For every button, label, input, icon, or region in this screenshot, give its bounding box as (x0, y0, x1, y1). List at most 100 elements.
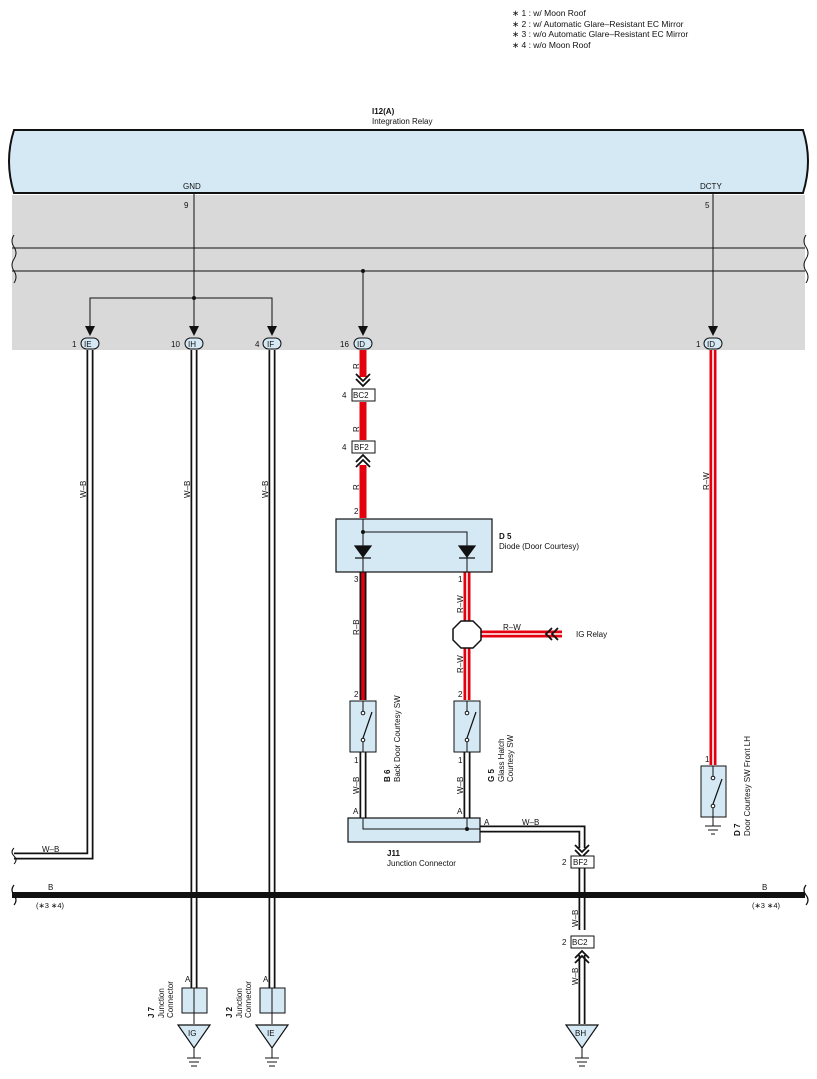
diode-code: D 5 (499, 532, 512, 541)
switch-g5-pin-bottom: 1 (458, 756, 463, 765)
switch-b6-pin-bottom: 1 (354, 756, 359, 765)
connector-bc2-top: BC2 4 (342, 388, 376, 402)
j11-splice (465, 827, 469, 831)
ground-bh-label: BH (575, 1029, 586, 1038)
connector-id-mid: ID 16 (340, 337, 373, 350)
connector-id-right: ID 1 (696, 337, 723, 350)
wire-label-rw-1: R–W (456, 595, 465, 613)
connector-ie-pin: 1 (72, 340, 77, 349)
note-4: ∗ 4 : w/o Moon Roof (512, 39, 591, 50)
connector-bf2-bottom-pin: 2 (562, 858, 567, 867)
relay-body (8, 129, 809, 194)
ground-ie-icon (254, 1024, 290, 1067)
switch-d7-contacts (710, 766, 723, 826)
switch-b6-contacts (360, 701, 373, 752)
bus-note-left: (∗3 ∗4) (36, 901, 64, 910)
j11-internal (362, 818, 480, 830)
connector-ih-pin: 10 (171, 340, 180, 349)
connector-id-mid-code: ID (357, 340, 365, 349)
connector-if-code: IF (267, 340, 274, 349)
connector-bf2-top-pin: 4 (342, 443, 347, 452)
switch-g5-pin-top: 2 (458, 690, 463, 699)
internal-wiring (89, 193, 714, 333)
bus-break-left (11, 884, 17, 906)
switch-d7-name: Door Courtesy SW Front LH (743, 736, 752, 836)
j11-pin-a-mid: A (457, 807, 463, 816)
connector-arrows (85, 326, 718, 336)
diode-pin-left: 3 (354, 575, 359, 584)
wire-label-rb: R–B (352, 619, 361, 635)
break-left (11, 234, 17, 284)
pin-number-9: 9 (184, 201, 189, 210)
connector-bf2-bottom: BF2 2 (562, 855, 595, 869)
wire-label-wb-j11: W–B (522, 818, 539, 827)
note-3: ∗ 3 : w/o Automatic Glare–Resistant EC M… (512, 29, 689, 39)
j11-code: J11 (387, 849, 400, 858)
diode-splice (361, 530, 365, 534)
ground-bh-icon (564, 1024, 600, 1067)
wire-label-wb-bc2: W–B (571, 968, 580, 985)
wire-label-if: W–B (261, 481, 270, 498)
j11-body (347, 817, 481, 843)
connector-ih-code: IH (188, 340, 196, 349)
red-wires (359, 350, 717, 765)
bus-break-right (803, 884, 809, 906)
diode-symbol-left (353, 545, 373, 559)
wire-label-r-3: R (352, 484, 361, 490)
ground-ig-label: IG (188, 1029, 196, 1038)
note-1: ∗ 1 : w/ Moon Roof (512, 8, 586, 18)
diode-symbol-right (457, 545, 477, 559)
wire-label-ie: W–B (79, 481, 88, 498)
connector-bf2-top: BF2 4 (342, 440, 376, 454)
connector-bc2-bottom-pin: 2 (562, 938, 567, 947)
connector-bc2-bottom: BC2 2 (562, 935, 595, 949)
wire-label-rw-d7: R–W (702, 472, 711, 490)
connector-if-pin: 4 (255, 340, 260, 349)
diode-pin-in: 2 (354, 507, 359, 516)
splice-id (361, 269, 365, 273)
switch-g5-name-1: Glass Hatch (497, 738, 506, 782)
ground-ie-label: IE (267, 1029, 275, 1038)
connector-bc2-bottom-code: BC2 (572, 938, 588, 947)
ig-relay-label: IG Relay (576, 630, 607, 639)
connector-bc2-top-pin: 4 (342, 391, 347, 400)
connector-bf2-top-code: BF2 (354, 443, 369, 452)
switch-b6-code: B 6 (383, 769, 392, 782)
connector-bf2-bottom-code: BF2 (573, 858, 588, 867)
j2-code: J 2 (225, 1006, 234, 1018)
wire-label-rw-2: R–W (456, 655, 465, 673)
wb-wires (14, 350, 586, 1024)
switch-b6-pin-top: 2 (354, 690, 359, 699)
connector-ih: IH 10 (171, 337, 204, 350)
harness-region (12, 195, 805, 350)
splice-octagon (452, 620, 482, 649)
wire-label-wb-b6: W–B (352, 777, 361, 794)
connector-bc2-top-code: BC2 (353, 391, 369, 400)
diode-wiring (362, 519, 468, 572)
wire-label-wb-bf2: W–B (571, 910, 580, 927)
connector-ie-code: IE (84, 340, 92, 349)
j7-pin: A (185, 975, 191, 984)
pin-label-dcty: DCTY (700, 182, 722, 191)
bus-label-left: B (48, 883, 53, 892)
break-wb-left (11, 847, 17, 865)
bus-label-right: B (762, 883, 767, 892)
pin-number-5: 5 (705, 201, 710, 210)
connector-ie: IE 1 (72, 337, 100, 350)
wire-label-wb-left: W–B (42, 845, 59, 854)
connector-if: IF 4 (255, 337, 282, 350)
j11-pin-a-left: A (353, 807, 359, 816)
break-right (803, 234, 809, 284)
wire-label-ih: W–B (183, 481, 192, 498)
diode-name: Diode (Door Courtesy) (499, 542, 579, 551)
inline-chevrons (355, 373, 590, 964)
switch-d7-pin-top: 1 (705, 755, 710, 764)
j7-code: J 7 (147, 1006, 156, 1018)
j7-name-2: Connector (166, 981, 175, 1018)
notes-block: ∗ 1 : w/ Moon Roof ∗ 2 : w/ Automatic Gl… (512, 8, 688, 50)
switch-g5-code: G 5 (487, 769, 496, 782)
j11-name: Junction Connector (387, 859, 456, 868)
relay-name: Integration Relay (372, 117, 432, 126)
wire-label-r-2: R (352, 426, 361, 432)
note-2: ∗ 2 : w/ Automatic Glare–Resistant EC Mi… (512, 18, 684, 29)
